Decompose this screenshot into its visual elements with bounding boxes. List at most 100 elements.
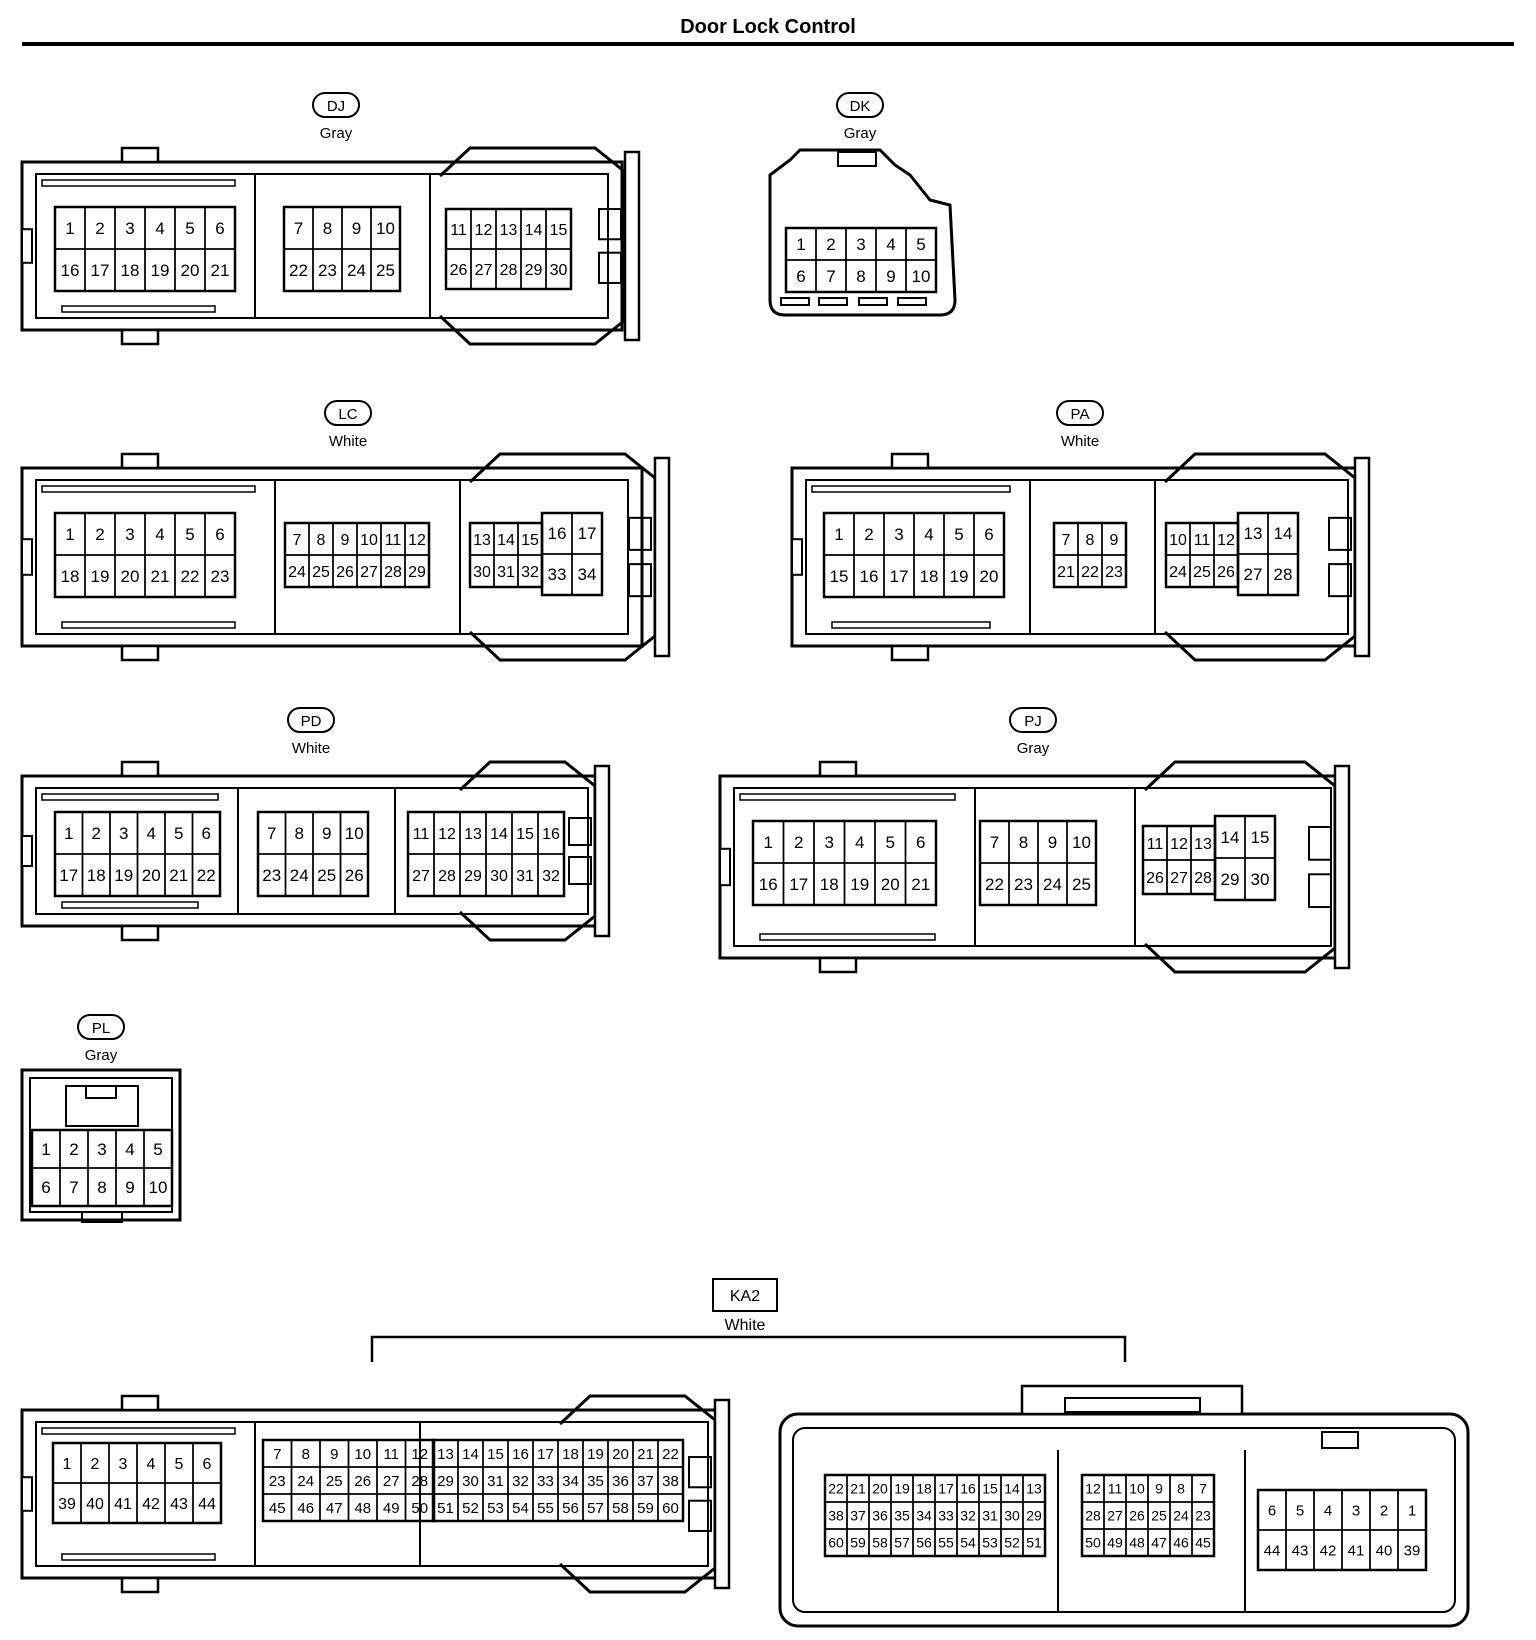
pin-number: 26: [336, 564, 354, 581]
pin-number: 9: [330, 1446, 338, 1463]
pin-number: 6: [215, 525, 224, 544]
pin-number: 9: [1048, 833, 1057, 852]
pin-number: 28: [411, 1473, 428, 1490]
pin-number: 17: [578, 524, 597, 543]
hood-latch: [1333, 764, 1351, 970]
pin-number: 19: [850, 875, 869, 894]
pin-number: 25: [312, 564, 330, 581]
pin-number: 50: [1085, 1535, 1101, 1551]
pin-cell: [1022, 1528, 1046, 1557]
pin-number: 2: [69, 1140, 78, 1159]
connector-id: PD: [301, 713, 322, 730]
pin-number: 11: [1108, 1481, 1123, 1497]
connector-color: White: [329, 433, 367, 450]
pin-number: 6: [796, 267, 805, 286]
pin-number: 21: [169, 866, 188, 885]
pin-cell: [1397, 1529, 1427, 1571]
pin-cell: [905, 259, 937, 293]
pin-number: 6: [215, 219, 224, 238]
pin-number: 52: [1004, 1535, 1020, 1551]
pin-number: 15: [516, 826, 534, 843]
pin-number: 12: [475, 222, 493, 239]
title-rule: [22, 42, 1514, 46]
pin-number: 21: [637, 1446, 654, 1463]
pin-number: 42: [142, 1496, 160, 1513]
pin-number: 4: [147, 824, 156, 843]
pin-number: 23: [1014, 875, 1033, 894]
pin-number: 22: [985, 875, 1004, 894]
pin-number: 7: [69, 1178, 78, 1197]
pin-number: 54: [512, 1500, 529, 1517]
pin-number: 26: [1217, 564, 1235, 581]
pin-number: 17: [537, 1446, 554, 1463]
top-lock-tab: [818, 760, 858, 778]
top-lock-tab: [120, 1394, 160, 1412]
pin-number: 5: [1296, 1502, 1304, 1519]
pin-number: 4: [147, 1456, 156, 1473]
pin-number: 19: [587, 1446, 604, 1463]
pin-number: 40: [86, 1496, 104, 1513]
connector-id-badge: [1009, 707, 1057, 733]
hood-slot: [628, 516, 652, 551]
pin-number: 8: [856, 267, 865, 286]
pin-number: 22: [181, 567, 200, 586]
connector-color: Gray: [320, 125, 353, 142]
pin-number: 3: [894, 525, 903, 544]
pin-number: 7: [826, 267, 835, 286]
pin-number: 56: [916, 1535, 932, 1551]
pin-number: 30: [462, 1473, 479, 1490]
pin-number: 13: [464, 826, 482, 843]
pin-cell: [537, 853, 565, 897]
pin-number: 24: [297, 1473, 314, 1490]
pin-number: 16: [759, 875, 778, 894]
pin-number: 12: [1217, 532, 1235, 549]
bottom-lock-tab: [120, 328, 160, 346]
pin-number: 28: [1085, 1508, 1101, 1524]
pin-number: 11: [1147, 836, 1164, 853]
pin-number: 13: [1244, 524, 1263, 543]
pin-number: 30: [1004, 1508, 1020, 1524]
pin-number: 25: [317, 866, 336, 885]
pin-number: 6: [41, 1178, 50, 1197]
pin-number: 18: [87, 866, 106, 885]
hood-slot: [1308, 873, 1332, 909]
pin-number: 13: [500, 222, 518, 239]
pin-number: 31: [487, 1473, 504, 1490]
pin-number: 6: [984, 525, 993, 544]
pin-number: 23: [262, 866, 281, 885]
connector-shell: [20, 774, 604, 928]
pin-number: 9: [1155, 1481, 1163, 1497]
pin-number: 48: [354, 1500, 371, 1517]
pin-number: 27: [383, 1473, 400, 1490]
pin-number: 50: [411, 1500, 428, 1517]
pin-number: 2: [1380, 1502, 1388, 1519]
latch-slot: [41, 179, 236, 187]
hood-slot: [598, 208, 622, 241]
top-lock-tab: [120, 452, 160, 470]
pin-number: 18: [920, 567, 939, 586]
pin-number: 11: [383, 1446, 399, 1463]
pin-number: 35: [894, 1508, 910, 1524]
pin-number: 10: [360, 532, 378, 549]
hood-latch: [593, 764, 611, 938]
pin-number: 8: [323, 219, 332, 238]
pin-number: 55: [537, 1500, 554, 1517]
pin-number: 9: [1110, 532, 1119, 549]
pin-number: 53: [487, 1500, 504, 1517]
pin-number: 37: [850, 1508, 866, 1524]
pin-number: 46: [297, 1500, 314, 1517]
pin-number: 6: [916, 833, 925, 852]
pin-number: 18: [562, 1446, 579, 1463]
pin-number: 28: [1194, 870, 1212, 887]
pin-number: 15: [487, 1446, 504, 1463]
pin-number: 32: [542, 868, 560, 885]
